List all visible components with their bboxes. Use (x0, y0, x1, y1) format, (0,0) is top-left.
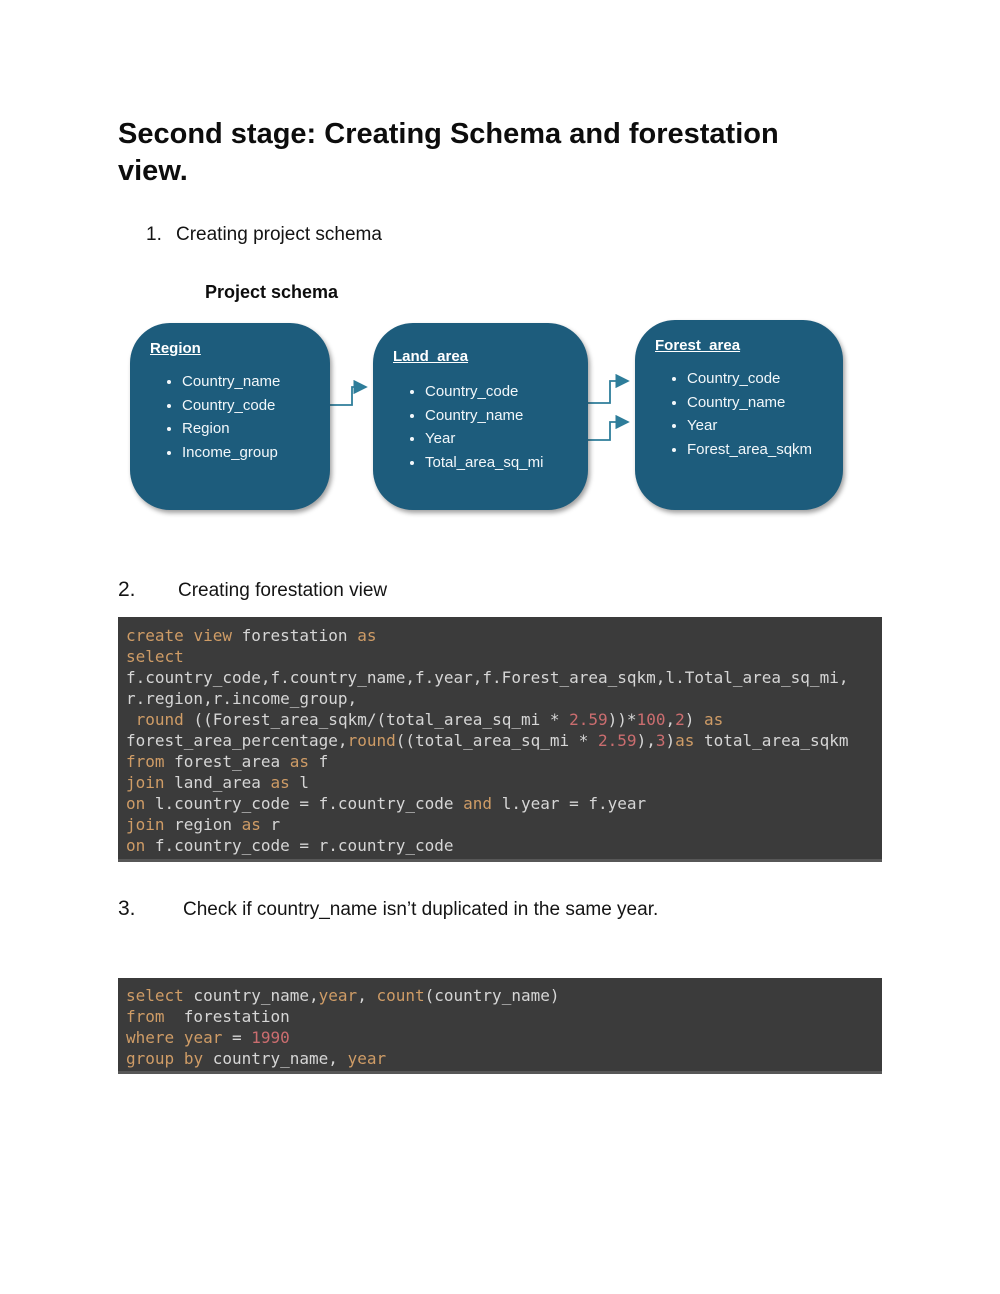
sql-code-block-create-view: create view forestation as select f.countr… (118, 617, 882, 862)
field-item: Country_name (425, 404, 578, 428)
field-item: Year (425, 427, 578, 451)
field-list: Country_codeCountry_nameYearTotal_area_s… (373, 380, 588, 474)
code-line: where year = 1990 (126, 1028, 290, 1047)
field-item: Forest_area_sqkm (687, 438, 819, 462)
page-title: Second stage: Creating Schema and forest… (118, 116, 898, 190)
code-line: create view forestation as (126, 626, 377, 645)
code-line: on f.country_code = r.country_code (126, 836, 454, 855)
field-item: Country_code (687, 367, 819, 391)
field-list: Country_nameCountry_codeRegionIncome_gro… (130, 370, 330, 464)
table-title: Land_area (393, 348, 469, 365)
arrow-region-to-land (330, 379, 368, 406)
list-item-2-number: 2. (118, 578, 136, 601)
list-item-creating-project-schema: 1. Creating project schema (146, 224, 382, 246)
page-title-line-1: Second stage: Creating Schema and forest… (118, 118, 779, 150)
code-line: select country_name,year, count(country_… (126, 986, 560, 1005)
code-line: from forest_area as f (126, 752, 329, 771)
list-item-3-number: 3. (118, 897, 136, 920)
field-list: Country_codeCountry_nameYearForest_area_… (635, 367, 843, 461)
field-item: Income_group (182, 441, 320, 465)
table-box-forest_area: Forest_areaCountry_codeCountry_nameYearF… (635, 320, 843, 510)
list-item-1-text: Creating project schema (176, 224, 382, 245)
code-line: join land_area as l (126, 773, 310, 792)
code-line: f.country_code,f.country_name,f.year,f.F… (126, 668, 849, 687)
table-box-land_area: Land_areaCountry_codeCountry_nameYearTot… (373, 323, 588, 510)
field-item: Total_area_sq_mi (425, 451, 578, 475)
code-line: forest_area_percentage,round((total_area… (126, 731, 849, 750)
code-line: group by country_name, year (126, 1049, 387, 1068)
code-line: join region as r (126, 815, 281, 834)
page-title-line-2: view. (118, 155, 188, 187)
field-item: Country_name (182, 370, 320, 394)
code-line: from forestation (126, 1007, 290, 1026)
arrow-land-to-forest-upper (588, 373, 630, 404)
field-item: Year (687, 414, 819, 438)
field-item: Region (182, 417, 320, 441)
list-item-duplicate-check: 3. Check if country_name isn’t duplicated… (118, 897, 658, 921)
code-line: round ((Forest_area_sqkm/(total_area_sq_… (135, 710, 724, 729)
diagram-title: Project schema (205, 282, 339, 302)
table-title: Forest_area (655, 337, 741, 354)
code-line: select (126, 647, 184, 666)
code-line: r.region,r.income_group, (126, 689, 358, 708)
table-title: Region (150, 340, 201, 357)
project-schema-diagram: Project schema RegionCountry_nameCountry… (118, 282, 882, 527)
list-item-3-text: Check if country_name isn’t duplicated i… (183, 899, 659, 920)
table-box-region: RegionCountry_nameCountry_codeRegionInco… (130, 323, 330, 510)
arrow-land-to-forest-lower (588, 414, 630, 441)
field-item: Country_code (182, 394, 320, 418)
field-item: Country_name (687, 391, 819, 415)
sql-code-block-duplicate-check: select country_name,year, count(country_… (118, 978, 882, 1074)
list-item-1-number: 1. (146, 224, 162, 245)
code-line: on l.country_code = f.country_code and l… (126, 794, 647, 813)
list-item-creating-forestation-view: 2. Creating forestation view (118, 578, 387, 602)
list-item-2-text: Creating forestation view (178, 580, 388, 601)
field-item: Country_code (425, 380, 578, 404)
